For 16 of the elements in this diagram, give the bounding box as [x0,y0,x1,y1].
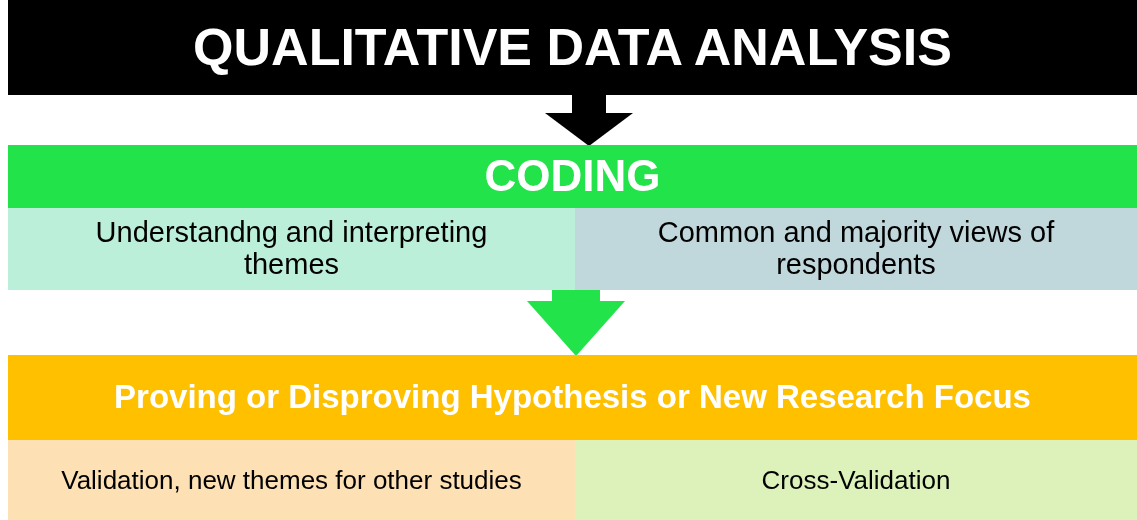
body-text: Validation, new themes for other studies [60,465,523,495]
heading: QUALITATIVE DATA ANALYSIS [192,18,953,77]
body-text: Cross-Validation [760,465,952,495]
outcome-box [575,440,1137,520]
title-band [8,0,1137,95]
block-arrow [545,95,633,146]
body-text: Understandng and interpreting themes [94,217,489,281]
heading: CODING [483,150,662,203]
outcome-box [8,440,575,520]
theme-box [8,208,575,290]
block-arrow [527,290,625,356]
theme-box [575,208,1137,290]
body-text: Common and majority views of respondents [656,217,1056,281]
coding-band [8,145,1137,290]
outcome-band [8,355,1137,520]
heading: Proving or Disproving Hypothesis or New Research Focus [113,377,1032,418]
